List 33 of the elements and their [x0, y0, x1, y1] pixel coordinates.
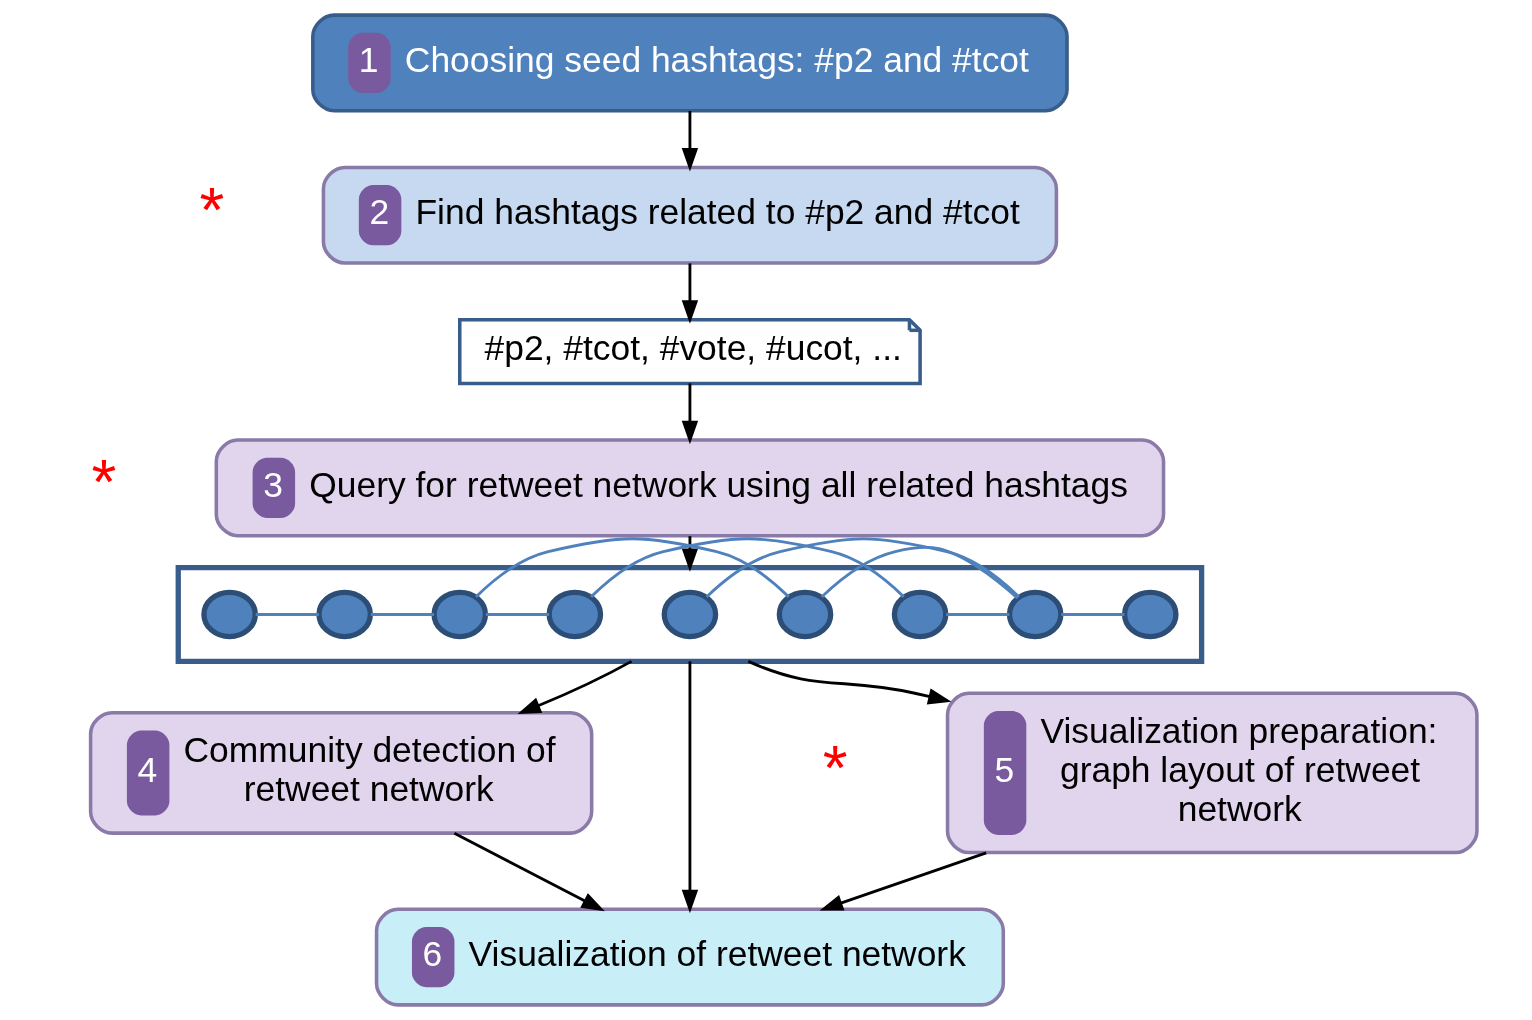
arrow — [681, 383, 698, 445]
arrow — [819, 851, 987, 911]
node-circle — [315, 589, 373, 640]
arrow — [681, 110, 698, 172]
label: * — [822, 730, 848, 803]
connector — [820, 545, 1019, 600]
connector — [485, 613, 549, 616]
node-box: 6 Visualization of retweet network — [374, 907, 1005, 1007]
connector — [945, 613, 1009, 616]
connector — [705, 537, 1020, 598]
node-circle — [891, 589, 948, 640]
node-box: 1 Choosing seed hashtags: #p2 and #tcot — [310, 13, 1069, 113]
node-circle — [661, 589, 718, 640]
arrow — [747, 660, 951, 705]
node-circle — [430, 589, 488, 640]
arrow — [681, 661, 698, 914]
label: * — [198, 172, 224, 245]
cluster — [175, 564, 1204, 665]
arrow — [453, 832, 605, 912]
node-box: 2 Find hashtags related to #p2 and #tcot — [321, 165, 1058, 265]
connector — [255, 613, 319, 616]
node-box: 3 Query for retweet network using all related hashtags — [214, 438, 1165, 538]
label: * — [90, 445, 116, 518]
node-box: 5 Visualization preparation: graph layout of retweet network — [945, 691, 1479, 855]
node-circle — [546, 589, 603, 640]
arrow — [517, 660, 632, 715]
connector — [370, 613, 434, 616]
connector — [1060, 613, 1125, 616]
node-circle — [1121, 589, 1179, 640]
node-circle — [776, 589, 833, 640]
node-circle — [200, 589, 258, 640]
node-circle — [1006, 589, 1063, 640]
arrow — [681, 263, 698, 324]
